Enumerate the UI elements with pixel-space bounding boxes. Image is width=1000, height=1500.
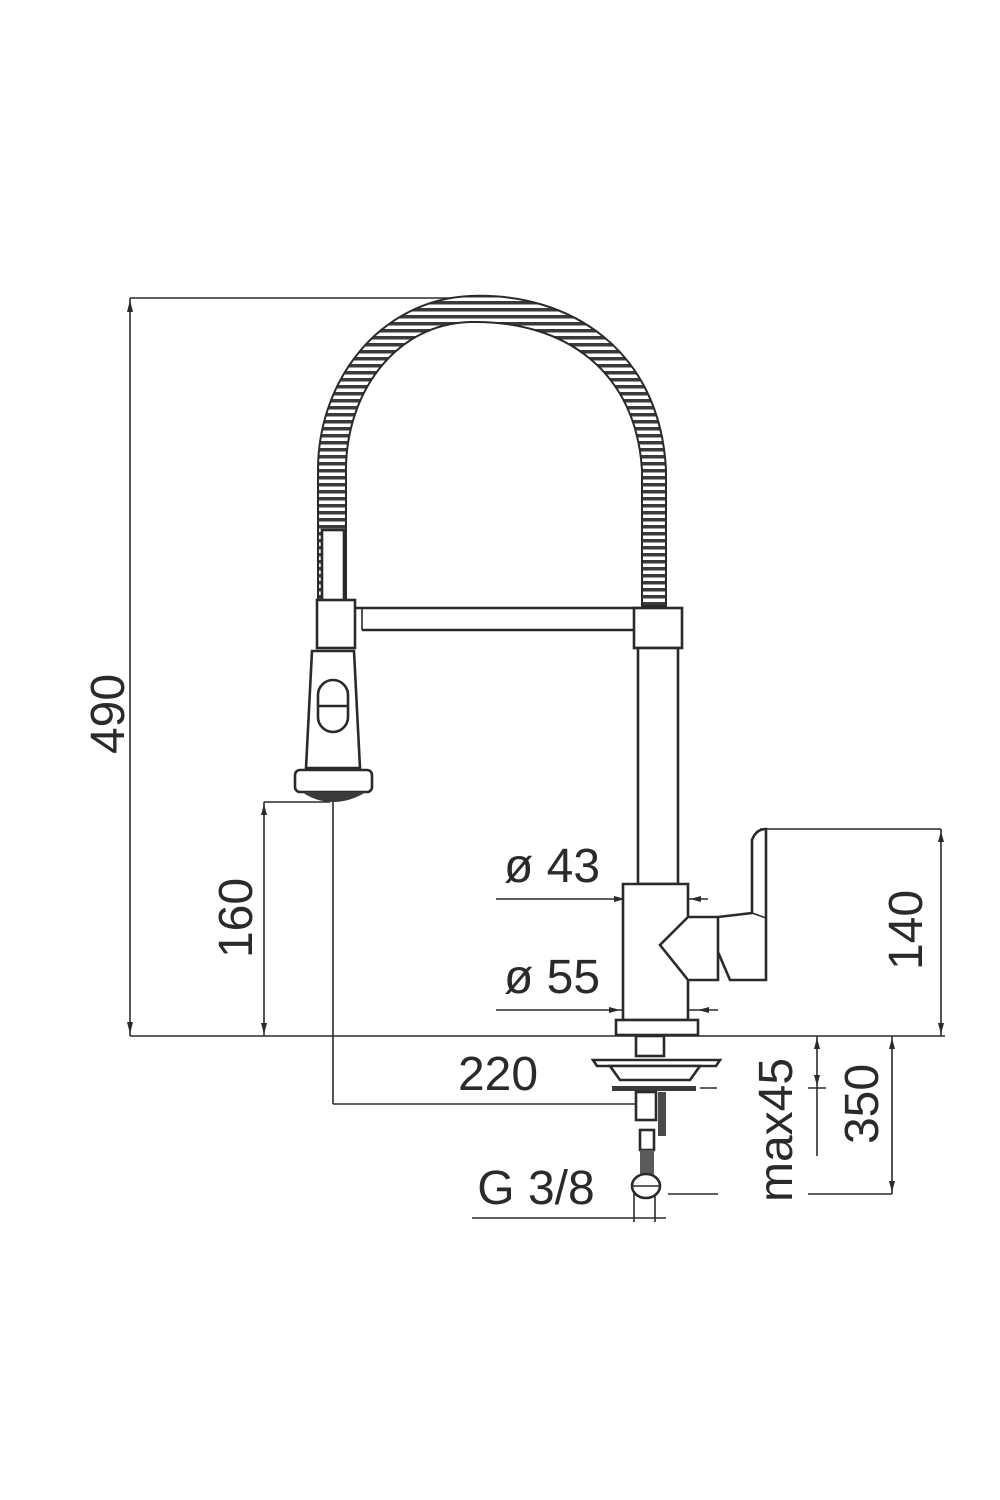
right-collar bbox=[632, 606, 684, 650]
spring-coil-hose bbox=[317, 294, 667, 607]
dimension-220-label: 220 bbox=[458, 1048, 538, 1101]
dimension-490-line bbox=[127, 297, 470, 1036]
spray-nozzle-face bbox=[302, 792, 366, 802]
mixer-lever bbox=[688, 827, 768, 982]
dimension-350-label: 350 bbox=[836, 1064, 889, 1144]
dimension-220-line bbox=[332, 802, 640, 1105]
spray-button-icon bbox=[316, 678, 350, 734]
dimension-350-line bbox=[668, 1036, 895, 1195]
dimension-140-line bbox=[760, 828, 944, 1036]
spray-head-nozzle bbox=[293, 768, 374, 794]
dimension-o55-label: ø 55 bbox=[504, 951, 600, 1004]
base-plate bbox=[614, 1018, 700, 1037]
dimension-160-label: 160 bbox=[210, 878, 263, 958]
under-deck-mounting bbox=[590, 1034, 723, 1200]
dimension-max45-label: max45 bbox=[750, 1058, 803, 1202]
dimension-140-label: 140 bbox=[880, 890, 933, 970]
spray-head-stem bbox=[320, 528, 346, 604]
spout-arm bbox=[355, 606, 640, 632]
left-collar bbox=[315, 598, 357, 650]
faucet-column bbox=[636, 646, 680, 886]
dimension-o43-label: ø 43 bbox=[504, 840, 600, 893]
dimension-160-line bbox=[261, 801, 330, 1036]
dimension-g38-label: G 3/8 bbox=[477, 1162, 594, 1215]
dimension-max45-line bbox=[700, 1036, 826, 1156]
dimension-490-label: 490 bbox=[82, 674, 135, 754]
faucet-body bbox=[621, 882, 690, 1022]
